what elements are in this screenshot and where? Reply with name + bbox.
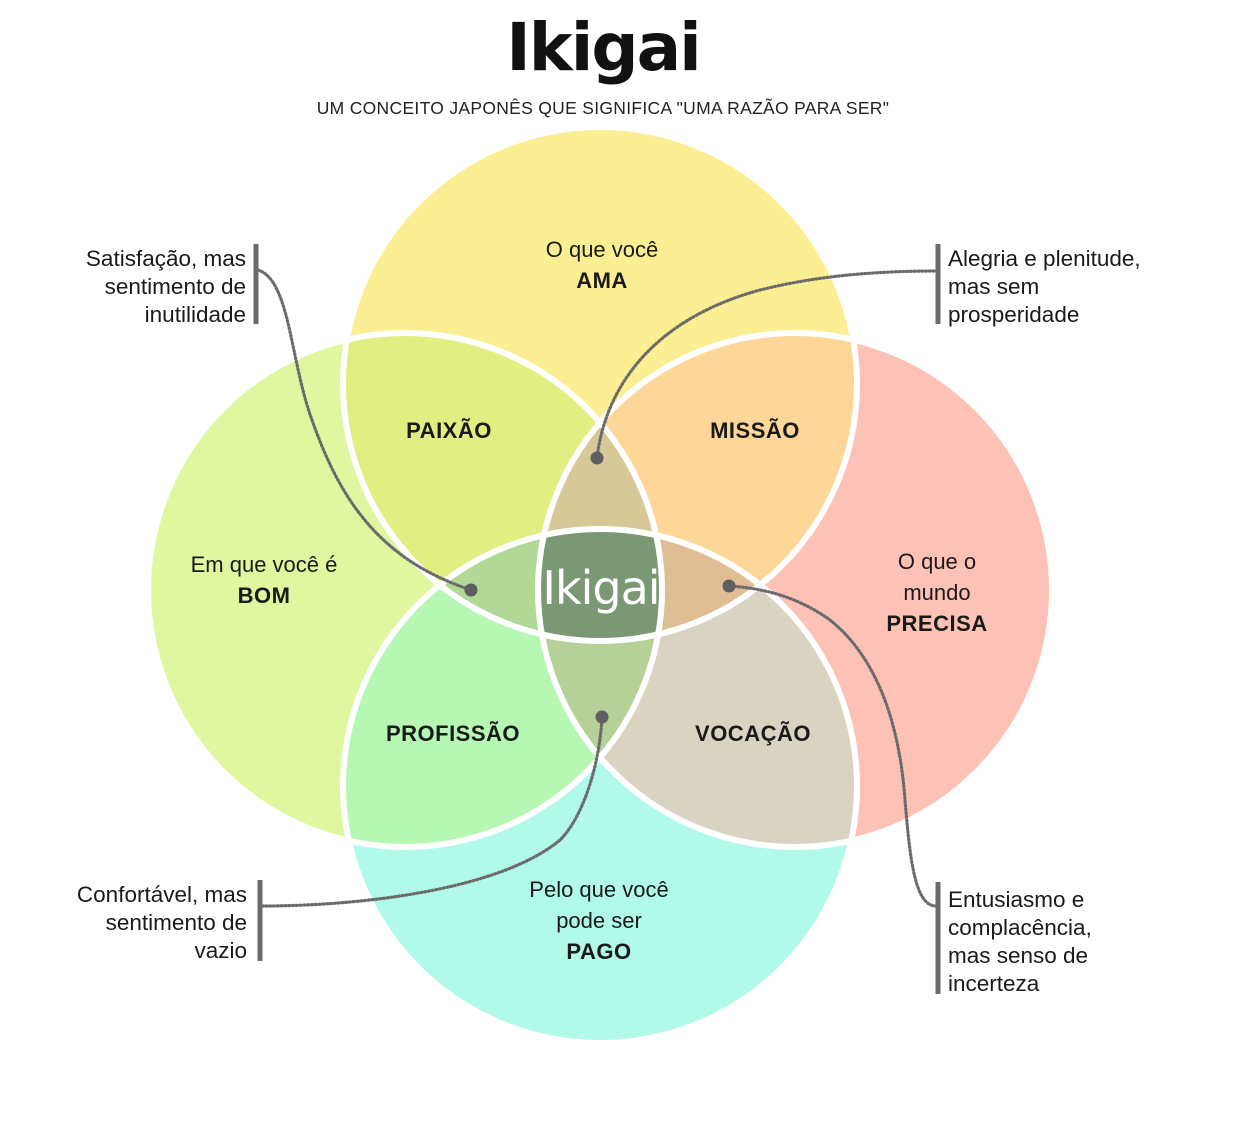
connector-bottom-left: [260, 715, 604, 908]
label-paixao: PAIXÃO: [406, 418, 492, 443]
note-bottom-left-2: sentimento de: [106, 910, 247, 935]
circle-outlines: [145, 124, 1055, 1046]
note-top-right-3: prosperidade: [948, 302, 1079, 327]
note-top-right-2: mas sem: [948, 274, 1039, 299]
note-bottom-left-3: vazio: [194, 938, 247, 963]
bom-line2: BOM: [238, 583, 291, 608]
note-bottom-right-3: mas senso de: [948, 943, 1088, 968]
dot-bottom-right: [722, 579, 736, 593]
note-bottom-right-1: Entusiasmo e: [948, 887, 1084, 912]
precisa-line1: O que o: [898, 549, 976, 574]
note-bottom-right-4: incerteza: [948, 971, 1040, 996]
connector-top-right: [595, 269, 940, 460]
note-top-left-1: Satisfação, mas: [86, 246, 246, 271]
note-top-left-3: inutilidade: [145, 302, 246, 327]
connector-bottom-right: [727, 584, 938, 908]
note-top-left-2: sentimento de: [105, 274, 246, 299]
note-bottom-left-1: Confortável, mas: [77, 882, 247, 907]
page-title: Ikigai: [506, 9, 699, 86]
page-subtitle: UM CONCEITO JAPONÊS QUE SIGNIFICA "UMA R…: [317, 97, 890, 118]
dot-top-right: [590, 451, 604, 465]
pago-line1: Pelo que você: [529, 877, 668, 902]
pago-line2: pode ser: [556, 908, 642, 933]
note-bottom-right-2: complacência,: [948, 915, 1092, 940]
dot-bottom-left: [595, 710, 609, 724]
precisa-line3: PRECISA: [886, 611, 987, 636]
note-top-right-1: Alegria e plenitude,: [948, 246, 1141, 271]
label-profissao: PROFISSÃO: [386, 721, 520, 746]
connector-top-left: [256, 268, 473, 592]
pago-line3: PAGO: [566, 939, 631, 964]
dot-top-left: [464, 583, 478, 597]
ama-line2: AMA: [576, 268, 628, 293]
label-missao: MISSÃO: [710, 418, 800, 443]
center-label: Ikigai: [542, 561, 659, 615]
ama-line1: O que você: [546, 237, 659, 262]
bom-line1: Em que você é: [191, 552, 338, 577]
label-vocacao: VOCAÇÃO: [695, 721, 811, 746]
center-ikigai-area: [538, 529, 662, 641]
precisa-line2: mundo: [903, 580, 970, 605]
